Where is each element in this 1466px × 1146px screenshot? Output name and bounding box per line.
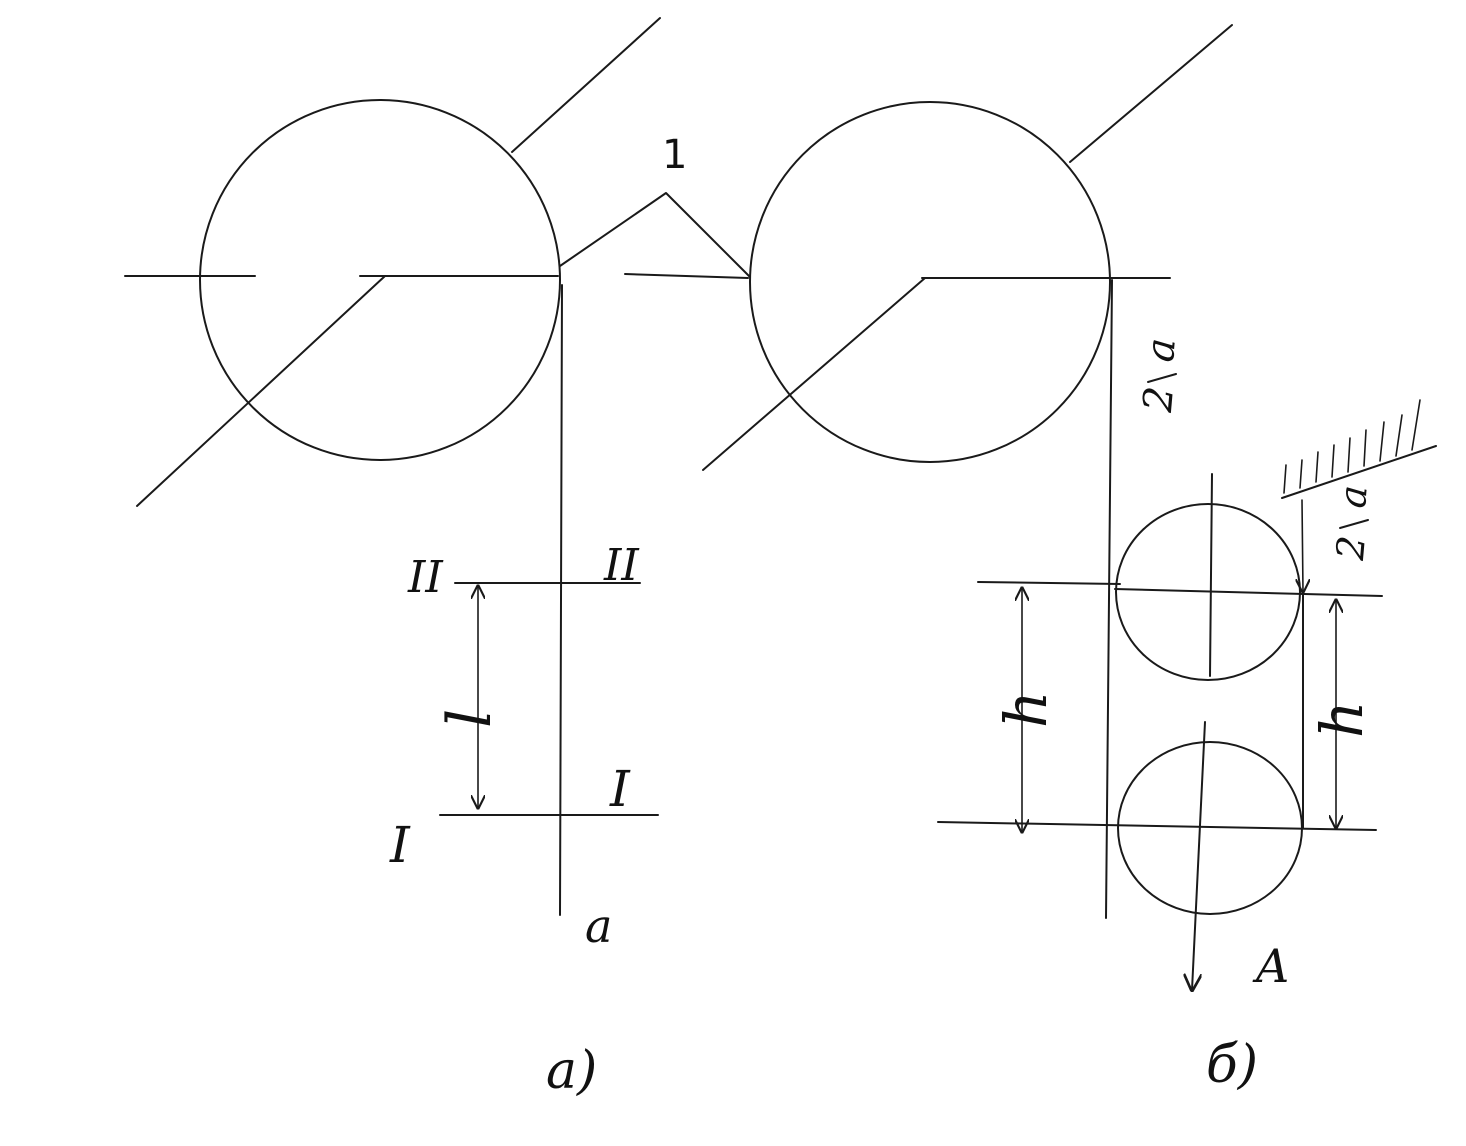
label-a-rope: a <box>585 899 612 953</box>
figure-b <box>624 24 1437 990</box>
pulley-left <box>199 99 561 461</box>
level-line-upper-right <box>1114 588 1383 597</box>
label-frac-den-lower: 2 <box>1328 534 1374 563</box>
label-I-left: I <box>389 816 411 874</box>
figure-a <box>124 17 751 916</box>
caption-b: б) <box>1206 1035 1258 1095</box>
fraction-bar-lower <box>1339 519 1369 529</box>
level-line-upper-left <box>977 581 1121 585</box>
caption-a: a) <box>546 1041 597 1101</box>
axis-oblique-upper-a <box>511 17 661 153</box>
cylinder-upper-axis <box>1209 473 1213 677</box>
label-II-left: II <box>407 552 444 603</box>
rope-a <box>559 284 563 916</box>
label-h-left: h <box>992 691 1060 728</box>
label-frac-den-upper: 2 <box>1135 385 1183 415</box>
label-1: 1 <box>662 132 687 178</box>
rope-b <box>1105 279 1113 919</box>
support-strand-arrow <box>1302 499 1303 592</box>
support-hatching <box>1283 399 1421 494</box>
axis-oblique-lower-a <box>136 275 386 507</box>
pulley-right <box>749 101 1111 463</box>
fraction-bar-upper <box>1147 373 1177 383</box>
label-frac-num-upper: a <box>1137 336 1185 364</box>
force-arrow-A <box>1192 721 1206 990</box>
label-A: A <box>1252 939 1289 993</box>
label-I-right: I <box>609 760 631 818</box>
label-frac-num-lower: a <box>1330 483 1376 509</box>
leader-line-1 <box>559 192 751 278</box>
label-l: l <box>435 709 505 728</box>
axis-oblique-upper-b <box>1069 24 1233 163</box>
label-h-right: h <box>1308 701 1376 738</box>
axis-oblique-lower-b <box>702 277 926 471</box>
label-II-right: II <box>603 540 640 591</box>
fixed-support <box>1281 445 1437 499</box>
level-line-lower <box>937 821 1377 831</box>
axis-horizontal-left-b <box>624 273 749 279</box>
